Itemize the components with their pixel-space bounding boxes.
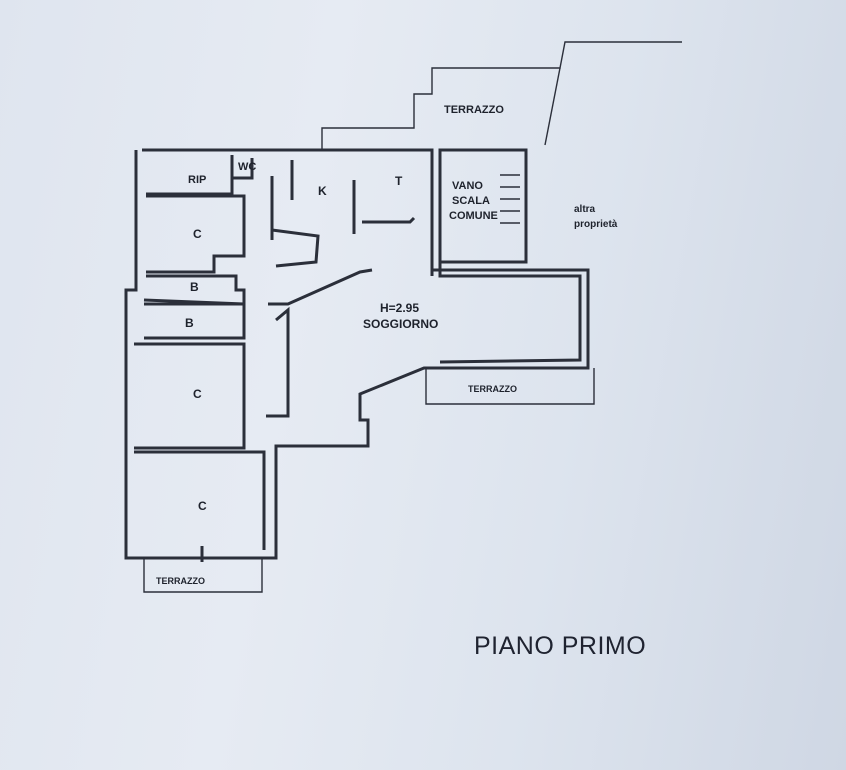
wall-soggiorno-diag <box>268 268 373 306</box>
terrace-bottom-outline <box>143 558 263 593</box>
label-kitchen: K <box>318 184 327 198</box>
wall-room-c3 <box>134 450 266 550</box>
wall-wc <box>232 158 254 180</box>
label-t: T <box>395 174 403 188</box>
label-room-c1: C <box>193 227 202 241</box>
label-stair-1: VANO <box>452 180 483 192</box>
terrace-top-edge <box>544 67 561 146</box>
label-height: H=2.95 <box>380 301 419 315</box>
label-stair-2: SCALA <box>452 195 490 207</box>
terrace-top-outline <box>321 41 682 150</box>
wall-corridor-low <box>266 306 290 418</box>
stair-block <box>438 148 528 264</box>
label-terrazzo-top: TERRAZZO <box>444 104 504 116</box>
wall-kitchen <box>271 228 320 268</box>
label-room-c3: C <box>198 499 207 513</box>
exterior-wall <box>124 148 590 560</box>
label-terrazzo-right: TERRAZZO <box>468 384 517 394</box>
label-room-b1: B <box>190 280 199 294</box>
label-room-c2: C <box>193 387 202 401</box>
label-room-b2: B <box>185 316 194 330</box>
wall-room-c2 <box>134 342 246 450</box>
label-soggiorno: SOGGIORNO <box>363 317 438 331</box>
label-terrazzo-bottom: TERRAZZO <box>156 576 205 586</box>
label-other-1: altra <box>574 204 596 215</box>
terrace-right-outline <box>425 368 595 405</box>
label-stair-3: COMUNE <box>449 210 498 222</box>
wall-room-c1 <box>146 194 246 274</box>
label-other-2: proprietà <box>574 219 618 230</box>
wall-living-inner <box>438 262 582 364</box>
wall-room-b2 <box>144 302 246 340</box>
wall-t <box>362 216 416 224</box>
label-rip: RIP <box>188 174 206 186</box>
floor-title: PIANO PRIMO <box>474 632 647 660</box>
label-wc: WC <box>238 161 256 173</box>
wall-rip <box>146 155 234 196</box>
